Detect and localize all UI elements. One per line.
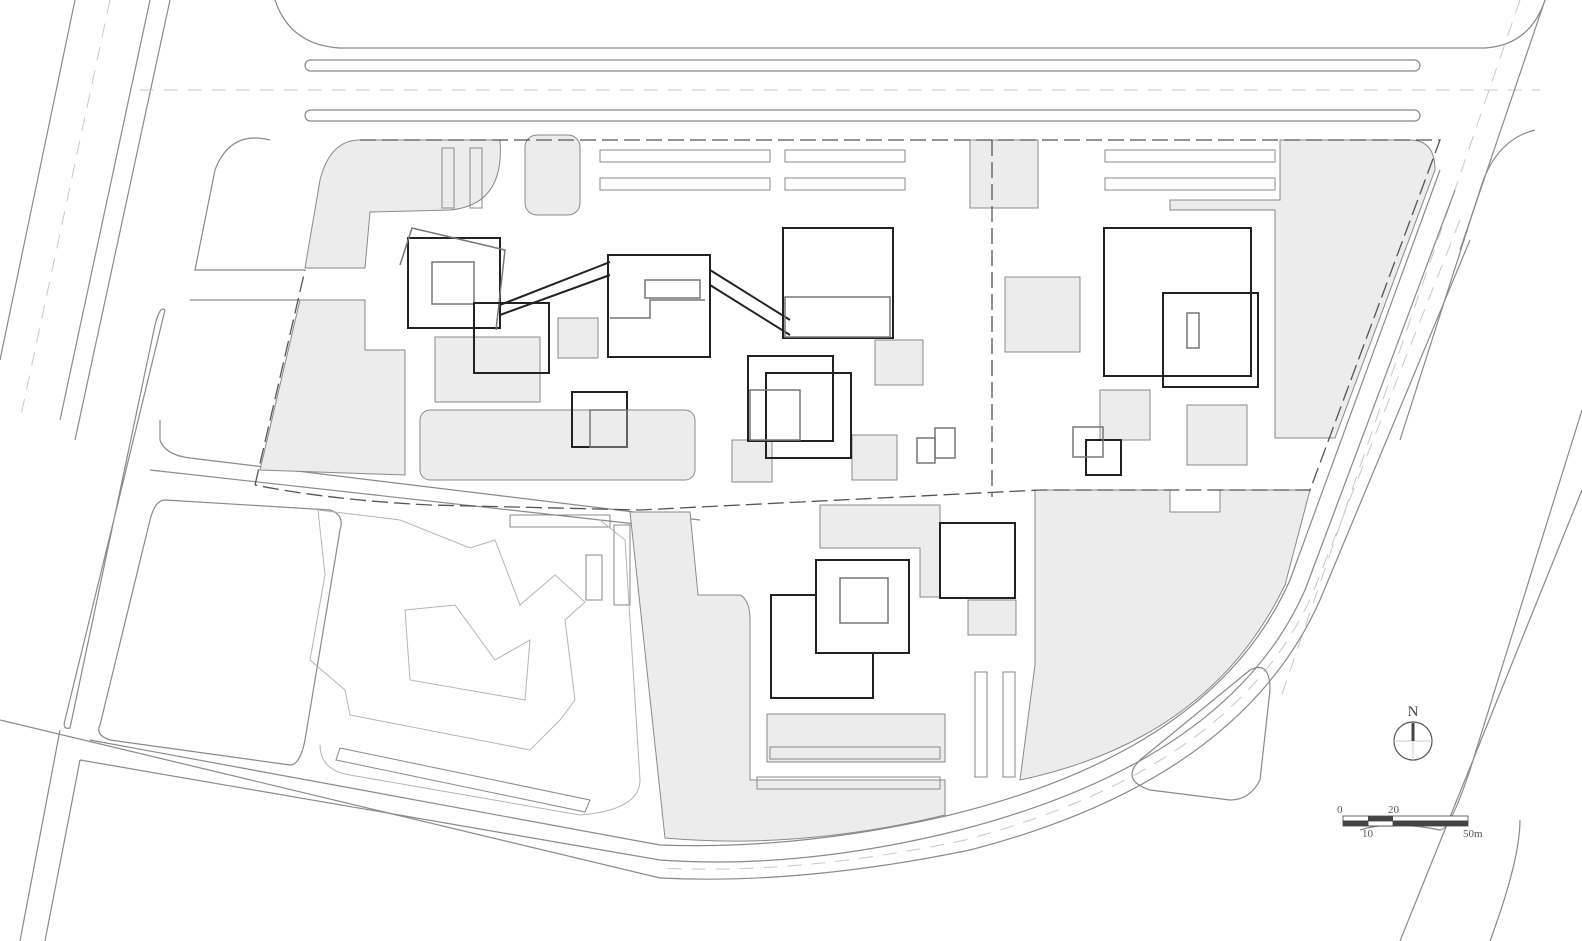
scale-label-0: 0 [1337, 804, 1343, 816]
buildings [399, 227, 1259, 699]
north-arrow: N [1393, 704, 1433, 761]
existing-building [309, 509, 586, 751]
site-boundary [254, 139, 1441, 511]
scale-bar: 0 20 10 50m [1337, 804, 1483, 840]
scale-label-20: 20 [1388, 804, 1400, 816]
north-label: N [1408, 704, 1419, 720]
scale-label-50m: 50m [1463, 828, 1483, 840]
parking-rows [319, 147, 1276, 816]
green-areas [259, 134, 1436, 842]
scale-label-10: 10 [1362, 828, 1374, 840]
